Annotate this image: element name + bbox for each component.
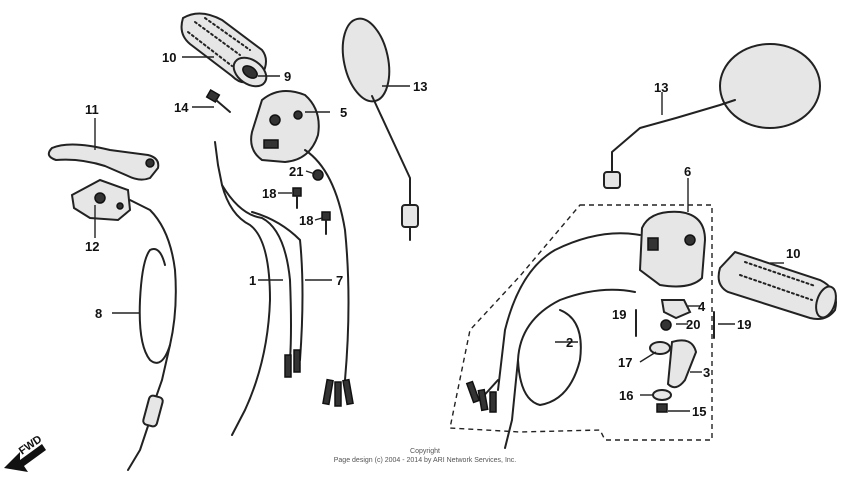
bolt-14 bbox=[205, 89, 231, 113]
callout-18-a: 18 bbox=[262, 186, 276, 201]
callout-6: 6 bbox=[684, 164, 691, 179]
callout-4: 4 bbox=[698, 299, 706, 314]
callout-10-right: 10 bbox=[786, 246, 800, 261]
callout-20: 20 bbox=[686, 317, 700, 332]
clutch-cable bbox=[127, 199, 177, 471]
assembly-outline bbox=[449, 204, 713, 441]
left-switch-wires bbox=[304, 149, 354, 407]
callout-5: 5 bbox=[340, 105, 347, 120]
callout-3: 3 bbox=[703, 365, 710, 380]
callout-16: 16 bbox=[619, 388, 633, 403]
right-grip bbox=[717, 250, 837, 320]
left-grip bbox=[180, 12, 268, 88]
pins-19 bbox=[635, 309, 715, 339]
callout-19-b: 19 bbox=[737, 317, 751, 332]
callout-11: 11 bbox=[85, 102, 99, 117]
callout-1: 1 bbox=[249, 273, 256, 288]
left-mirror bbox=[341, 17, 419, 241]
callout-14: 14 bbox=[174, 100, 189, 115]
callout-17: 17 bbox=[618, 355, 632, 370]
lever-bracket bbox=[70, 178, 132, 222]
brake-lever-parts bbox=[649, 299, 698, 413]
callout-2: 2 bbox=[566, 335, 573, 350]
left-switch-housing bbox=[250, 90, 320, 164]
throttle-cables bbox=[214, 141, 304, 436]
fwd-arrow-icon: FWD bbox=[4, 433, 46, 472]
brake-cable bbox=[504, 288, 636, 449]
right-wiring bbox=[465, 232, 641, 413]
callout-7: 7 bbox=[336, 273, 343, 288]
callout-19-a: 19 bbox=[612, 307, 626, 322]
copyright-line-2: Page design (c) 2004 - 2014 by ARI Netwo… bbox=[334, 457, 517, 464]
callout-10-left: 10 bbox=[162, 50, 176, 65]
callout-12: 12 bbox=[85, 239, 99, 254]
callout-13-left: 13 bbox=[413, 79, 427, 94]
callout-13-right: 13 bbox=[654, 80, 668, 95]
callout-15: 15 bbox=[692, 404, 706, 419]
clutch-lever bbox=[47, 143, 160, 181]
callout-18-b: 18 bbox=[299, 213, 313, 228]
screws-left bbox=[292, 169, 331, 235]
right-mirror bbox=[603, 43, 821, 189]
callout-8: 8 bbox=[95, 306, 102, 321]
copyright-line-1: Copyright bbox=[410, 448, 440, 455]
callout-9: 9 bbox=[284, 69, 291, 84]
callout-21: 21 bbox=[289, 164, 303, 179]
leader-lines bbox=[94, 56, 784, 412]
right-switch-housing bbox=[638, 210, 707, 288]
